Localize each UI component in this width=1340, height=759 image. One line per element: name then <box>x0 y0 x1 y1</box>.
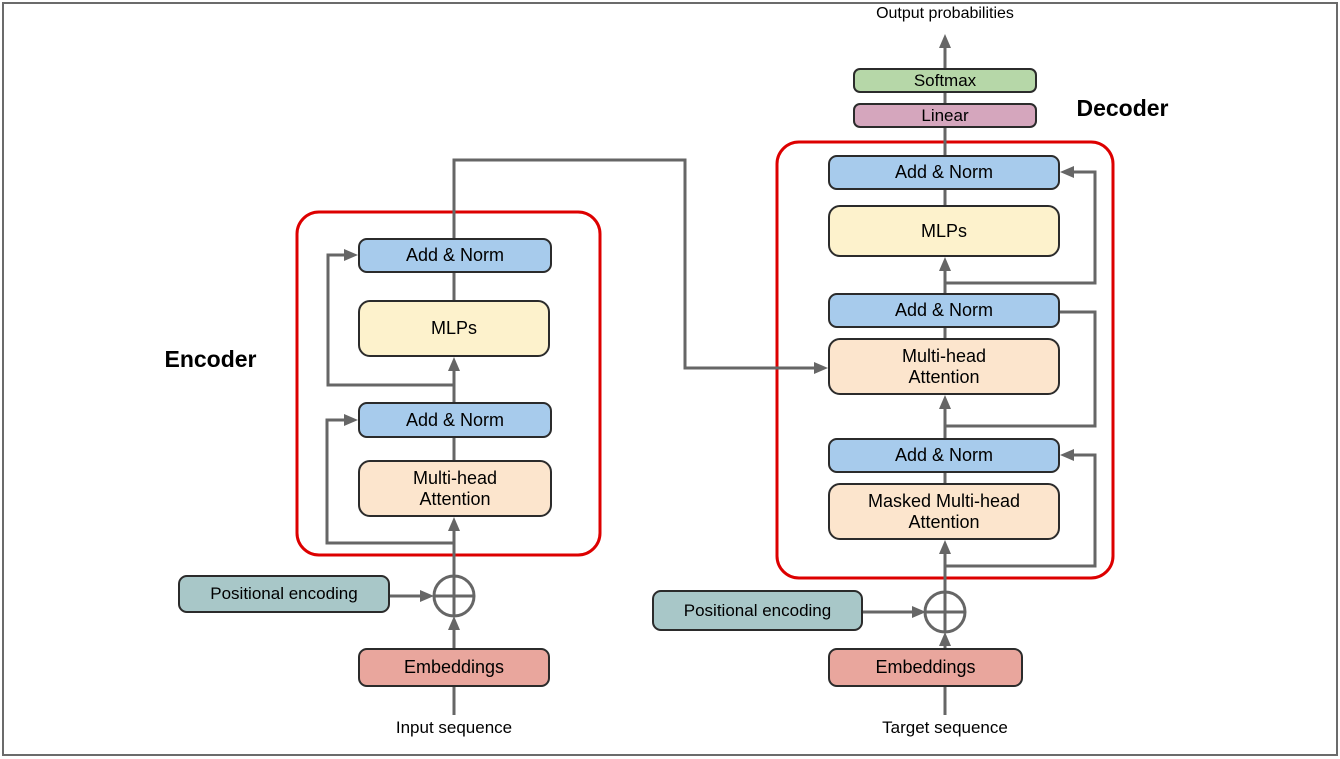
encoder-frame <box>295 210 602 557</box>
encoder-positional-encoding-block: Positional encoding <box>178 575 390 613</box>
decoder-add-norm-middle-block: Add & Norm <box>828 293 1060 328</box>
decoder-masked-multi-head-attention-block: Masked Multi-head Attention <box>828 483 1060 540</box>
encoder-add-norm-top-block: Add & Norm <box>358 238 552 273</box>
connector-lines <box>325 34 1097 715</box>
decoder-embeddings-block: Embeddings <box>828 648 1023 687</box>
target-sequence-label: Target sequence <box>882 718 1008 737</box>
encoder-label: Encoder <box>164 346 257 372</box>
decoder-mlps-block: MLPs <box>828 205 1060 257</box>
encoder-combine-circle-plus-icon <box>432 574 476 618</box>
decoder-softmax-block: Softmax <box>853 68 1037 93</box>
decoder-add-norm-top-block: Add & Norm <box>828 155 1060 190</box>
decoder-linear-block: Linear <box>853 103 1037 128</box>
decoder-multi-head-attention-block: Multi-head Attention <box>828 338 1060 395</box>
decoder-combine-circle-plus-icon <box>923 590 967 634</box>
decoder-positional-encoding-block: Positional encoding <box>652 590 863 631</box>
input-sequence-label: Input sequence <box>395 718 513 737</box>
decoder-label: Decoder <box>1076 95 1169 121</box>
output-probabilities-label: Output probabilities <box>876 5 1014 22</box>
encoder-mlps-block: MLPs <box>358 300 550 357</box>
encoder-add-norm-bottom-block: Add & Norm <box>358 402 552 438</box>
encoder-embeddings-block: Embeddings <box>358 648 550 687</box>
decoder-add-norm-bottom-block: Add & Norm <box>828 438 1060 473</box>
encoder-multi-head-attention-block: Multi-head Attention <box>358 460 552 517</box>
